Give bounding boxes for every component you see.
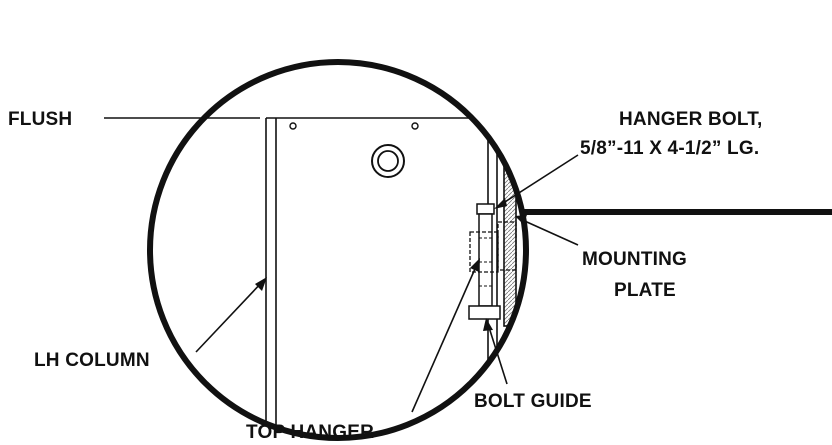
hole-right [411, 122, 419, 130]
lh-column-arrow [255, 277, 267, 291]
detail-contents [265, 62, 517, 438]
label-top-hanger: TOP HANGER [246, 422, 374, 443]
bolt-guide [468, 305, 501, 320]
label-hanger-bolt-line2: 5/8”-11 X 4-1/2” LG. [580, 138, 759, 159]
detail-circle [147, 59, 529, 441]
mounting-plate-arrow [515, 215, 527, 224]
lh-column-leader [195, 279, 265, 353]
top-hanger-arrow [470, 258, 480, 272]
top-hanger-leader [411, 261, 479, 413]
label-mounting-plate-line2: PLATE [614, 280, 676, 301]
label-hanger-bolt-line1: HANGER BOLT, [619, 109, 763, 130]
hole-left [289, 122, 297, 130]
hanger-bolt-shaft [478, 213, 493, 307]
hanger-bolt-head [476, 203, 495, 215]
hanger-bolt-leader [496, 154, 579, 208]
grommet-inner [377, 150, 399, 172]
bolt-guide-leader [486, 320, 508, 385]
label-mounting-plate-line1: MOUNTING [582, 249, 687, 270]
label-lh-column: LH COLUMN [34, 350, 150, 371]
top-hanger-clip [497, 221, 517, 271]
hanger-bolt-arrow [494, 198, 507, 209]
mounting-plate-leader [517, 217, 579, 246]
bolt-guide-arrow [483, 318, 493, 331]
label-flush: FLUSH [8, 109, 72, 130]
label-bolt-guide: BOLT GUIDE [474, 391, 592, 412]
